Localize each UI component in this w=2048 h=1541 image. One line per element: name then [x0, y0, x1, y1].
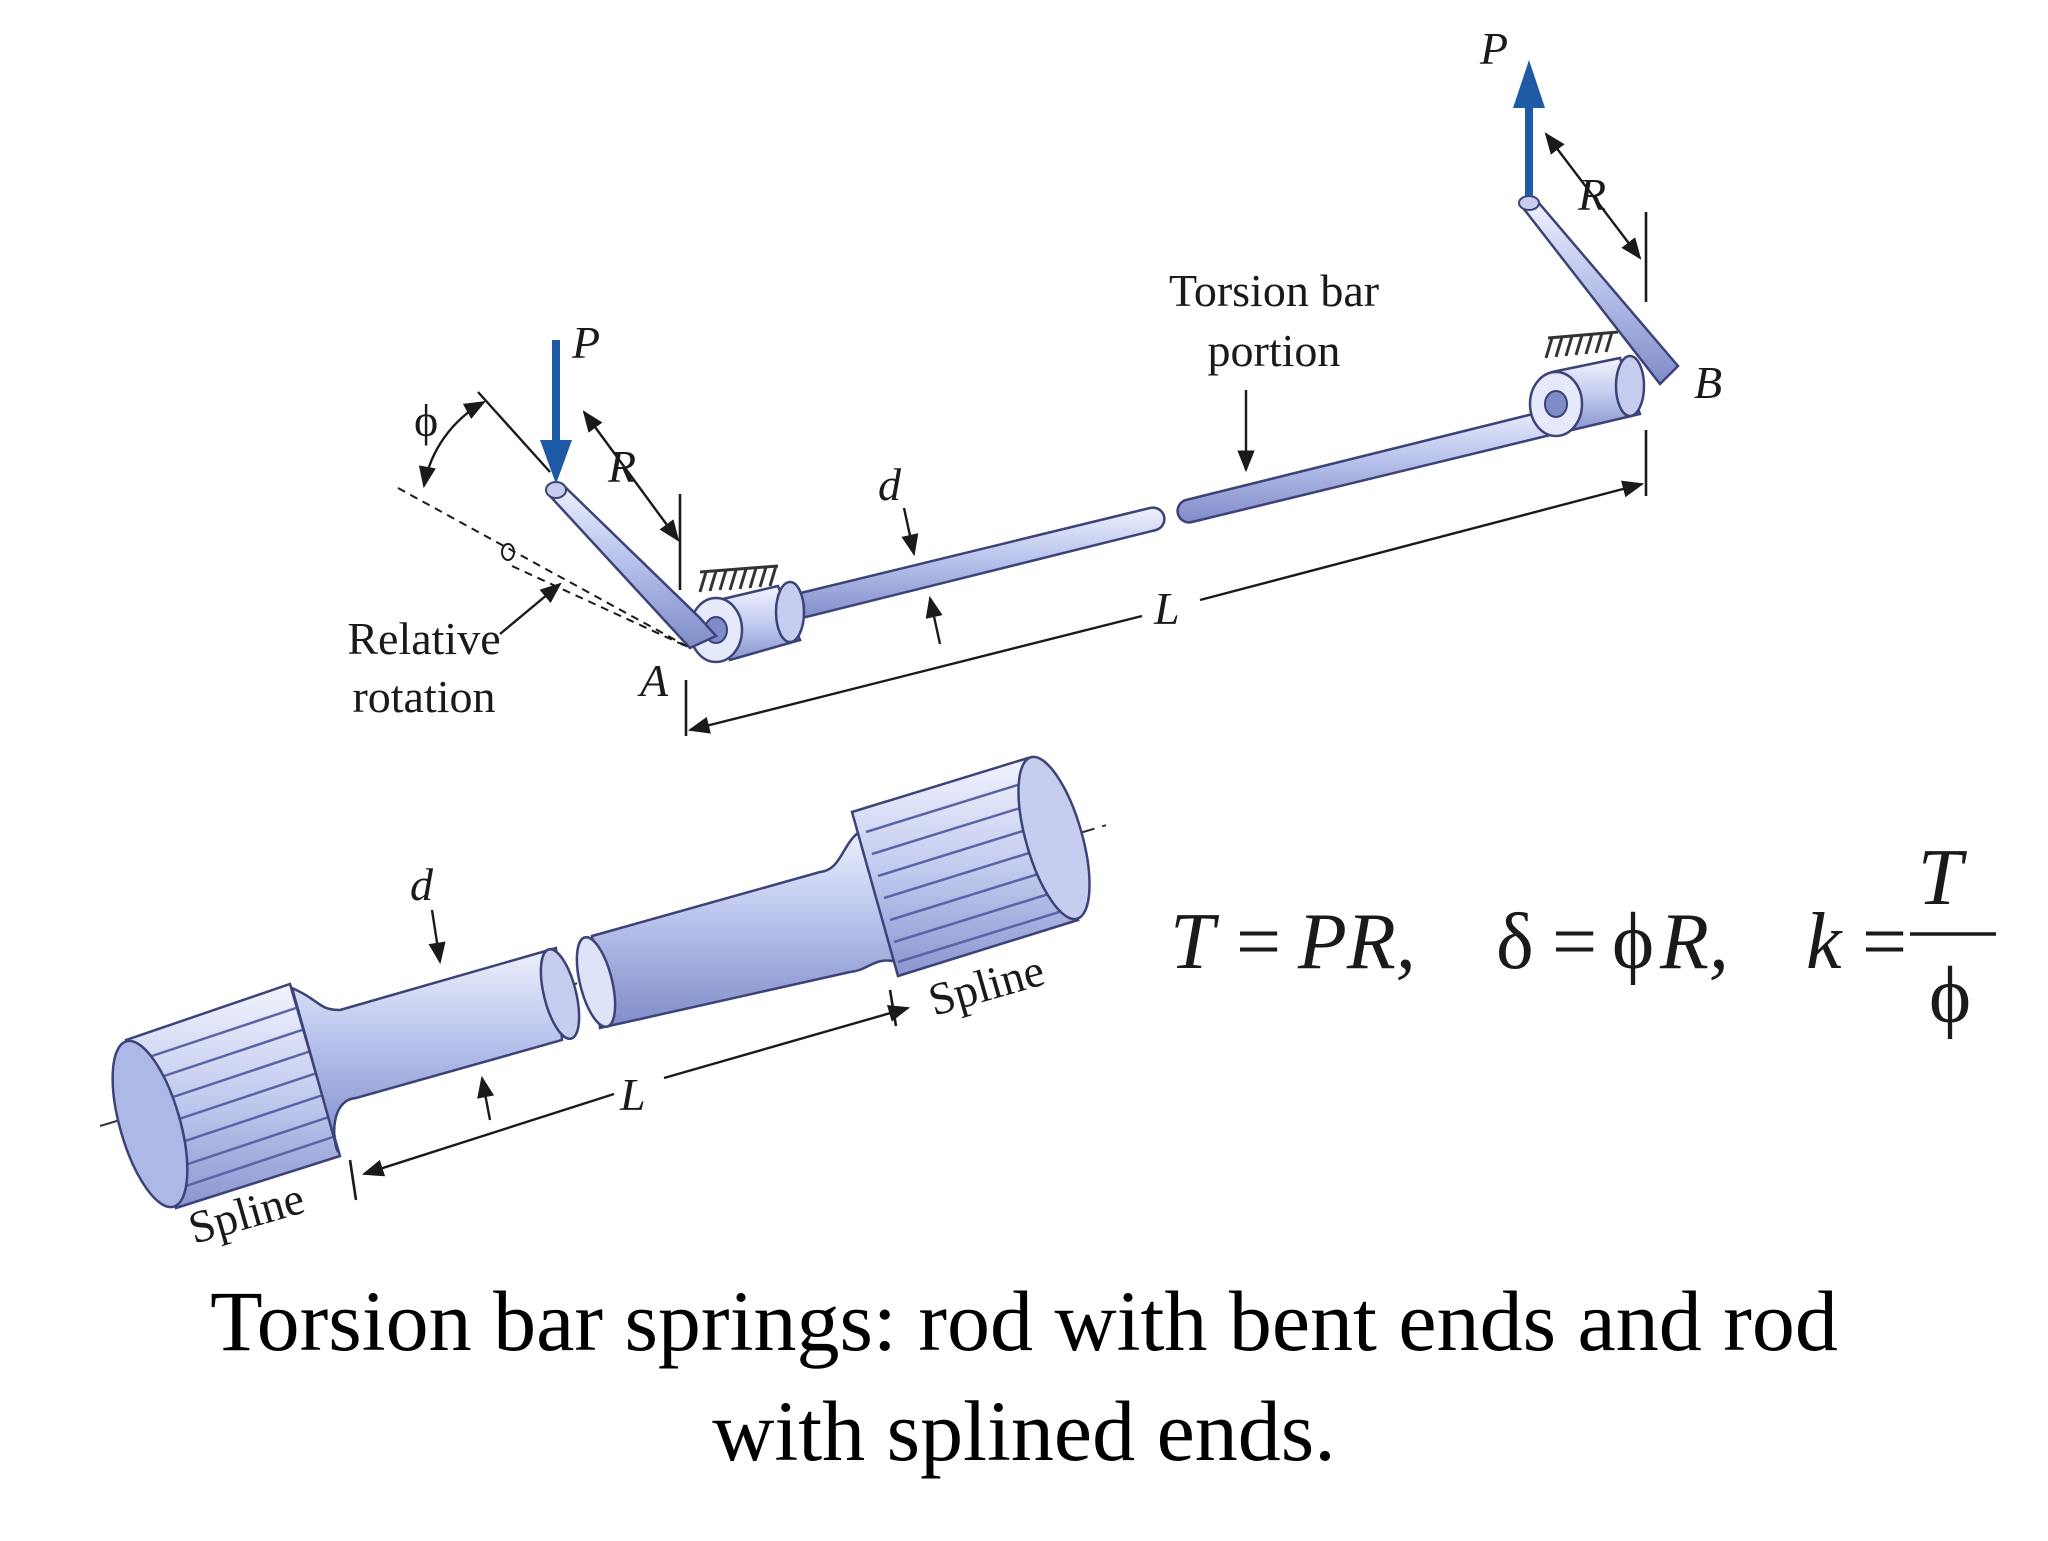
eq-torque-equals: = — [1236, 898, 1281, 986]
eq-stiffness-numerator: T — [1918, 834, 1968, 922]
spline-l-ext-a — [348, 1159, 358, 1201]
r-dim-a — [582, 410, 680, 542]
l-dim-right — [1199, 480, 1645, 602]
angle-arc — [418, 400, 486, 489]
caption-line-2: with splined ends. — [712, 1383, 1335, 1479]
torsion-portion-label-2: portion — [1208, 325, 1341, 376]
splined-rod-figure: d L Spline Spline — [99, 755, 1111, 1254]
spline-d-dim-top — [428, 909, 446, 965]
torsion-rod-segment-b — [1176, 404, 1573, 524]
spline-length-label: L — [619, 1069, 646, 1120]
eq-deflection-lhs: δ — [1496, 898, 1534, 986]
arm-label-a: R — [607, 441, 636, 492]
r-dim-b — [1544, 132, 1642, 260]
bearing-a — [688, 580, 806, 664]
caption-line-1: Torsion bar springs: rod with bent ends … — [210, 1273, 1838, 1369]
end-a-label: A — [637, 655, 669, 706]
spline-d-dim-bottom — [477, 1075, 495, 1121]
spline-left — [111, 982, 342, 1210]
bearing-b — [1528, 354, 1646, 438]
angle-ext-line — [477, 391, 551, 473]
l-dim-left — [687, 614, 1143, 734]
spline-l-dim-left — [361, 1092, 615, 1177]
load-label-a: P — [571, 317, 600, 368]
spline-l-dim-right — [663, 1005, 911, 1080]
crank-arm-a — [548, 482, 719, 650]
arm-label-b: R — [1577, 169, 1606, 220]
eq-stiffness-equals: = — [1862, 898, 1907, 986]
relative-rotation-label-1: Relative — [347, 613, 500, 664]
rotation-marker — [501, 543, 515, 561]
torsion-portion-label-1: Torsion bar — [1169, 265, 1379, 316]
torsion-rod-segment-a — [778, 506, 1166, 624]
angle-label: ϕ — [414, 395, 438, 446]
diameter-label-top: d — [878, 459, 902, 510]
d-dim-bottom — [925, 595, 943, 645]
relative-rotation-leader — [499, 582, 562, 635]
eq-deflection-equals: = — [1552, 898, 1597, 986]
spline-shaft-left — [290, 946, 564, 1153]
eq-torque-lhs: T — [1170, 898, 1220, 986]
spline-diameter-label: d — [410, 859, 434, 910]
crank-arm-b — [1517, 200, 1680, 386]
load-label-b: P — [1479, 23, 1508, 74]
d-dim-top — [901, 507, 919, 557]
relative-rotation-label-2: rotation — [352, 671, 495, 722]
spline-right — [850, 755, 1091, 978]
end-b-label: B — [1694, 357, 1722, 408]
eq-stiffness-lhs: k — [1806, 898, 1843, 986]
eq-stiffness-denominator: ϕ — [1929, 952, 1971, 1040]
eq-torque-rhs: PR, — [1297, 898, 1416, 986]
rotation-ref-line-2 — [511, 565, 691, 649]
load-arrow-b — [1513, 60, 1545, 196]
spline-shaft-right — [590, 828, 900, 1030]
eq-deflection-rhs: R, — [1659, 898, 1729, 986]
bent-rod-figure: P P R R ϕ A B d L Torsion bar portion Re… — [347, 23, 1722, 736]
spring-equations: T = PR, δ = ϕ R, k = T ϕ — [1170, 834, 1996, 1040]
length-label-top: L — [1153, 583, 1180, 634]
wall-hatch-a — [698, 564, 779, 593]
eq-deflection-phi: ϕ — [1612, 898, 1654, 986]
spline-l-ext-b — [888, 989, 898, 1027]
load-arrow-a — [540, 340, 572, 484]
wall-hatch-b — [1544, 330, 1619, 359]
